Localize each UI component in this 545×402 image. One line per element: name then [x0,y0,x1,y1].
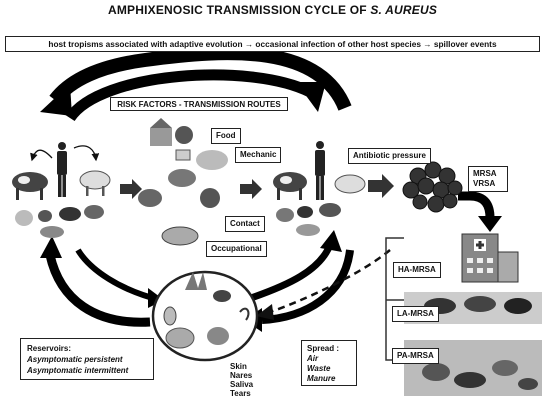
small-curve-arrow-right [73,145,100,162]
farmer-right-figure [315,141,325,200]
colonization-sites: Skin Nares Saliva Tears [230,362,253,398]
reservoirs-box: Reservoirs: Asymptomatic persistent Asym… [20,338,154,380]
spread-dashed-head [256,304,274,320]
bottom-left-arc-head [40,236,62,258]
spread-item: Air [307,354,319,363]
site-item: Saliva [230,380,254,389]
route-occupational-label: Occupational [206,241,267,257]
route-food-label: Food [211,128,241,144]
vrsa-label: VRSA [473,179,496,188]
bottom-right-arc-arrow [243,243,334,304]
top-outer-arc-head-left [40,84,72,116]
ha-mrsa-label: HA-MRSA [393,262,441,278]
flow-arrow-1 [120,179,142,199]
site-item: Nares [230,371,253,380]
livestock-group-right [273,172,366,236]
spread-dashed-arrow [269,249,391,314]
spread-item: Waste [307,364,331,373]
top-inner-arc-arrow [65,69,313,122]
bottom-right-arc-head [320,230,342,252]
mrsa-to-hospital-arrow [458,191,495,219]
livestock-group-left [12,170,111,238]
site-item: Skin [230,362,247,371]
reservoir-persistent: Asymptomatic persistent [27,355,123,364]
pa-mrsa-label: PA-MRSA [392,348,439,364]
contact-images [138,188,220,246]
spread-title: Spread : [307,344,340,353]
companion-animal-image [404,340,542,396]
top-outer-arc-arrow [49,46,352,111]
flow-arrow-2 [240,179,262,199]
top-inner-arc-head-right [296,82,326,112]
small-curve-arrow-left [30,149,53,162]
antibiotic-pressure-label: Antibiotic pressure [348,148,431,164]
spread-box: Spread : Air Waste Manure [301,340,357,386]
reservoir-intermittent: Asymptomatic intermittent [27,366,129,375]
bottom-outer-right-arc [261,249,354,324]
route-mechanic-label: Mechanic [235,147,282,163]
bottom-inner-left-arc [75,248,161,303]
reservoirs-title: Reservoirs: [27,344,72,353]
food-images [150,118,228,187]
diagram-title: AMPHIXENOSIC TRANSMISSION CYCLE OF S. AU… [107,3,438,17]
diagram-title-organism: S. AUREUS [370,3,438,17]
mrsa-to-hospital-head [478,216,502,232]
flow-arrow-3 [368,174,394,198]
resistant-strains-box: MRSA VRSA [468,166,508,192]
spread-item: Manure [307,374,336,383]
farmer-left-figure [57,142,67,197]
bottom-left-arc-arrow [45,253,151,327]
route-contact-label: Contact [225,216,265,232]
la-mrsa-label: LA-MRSA [392,306,439,322]
risk-factors-header: RISK FACTORS - TRANSMISSION ROUTES [110,97,288,111]
hospital-icon [461,233,519,283]
settings-bracket [385,237,404,361]
staphylococcus-cluster [402,161,463,213]
site-item: Tears [230,389,251,398]
mrsa-label: MRSA [473,169,497,178]
adaptive-evolution-banner: host tropisms associated with adaptive e… [5,36,540,52]
reservoir-circle [151,270,259,362]
